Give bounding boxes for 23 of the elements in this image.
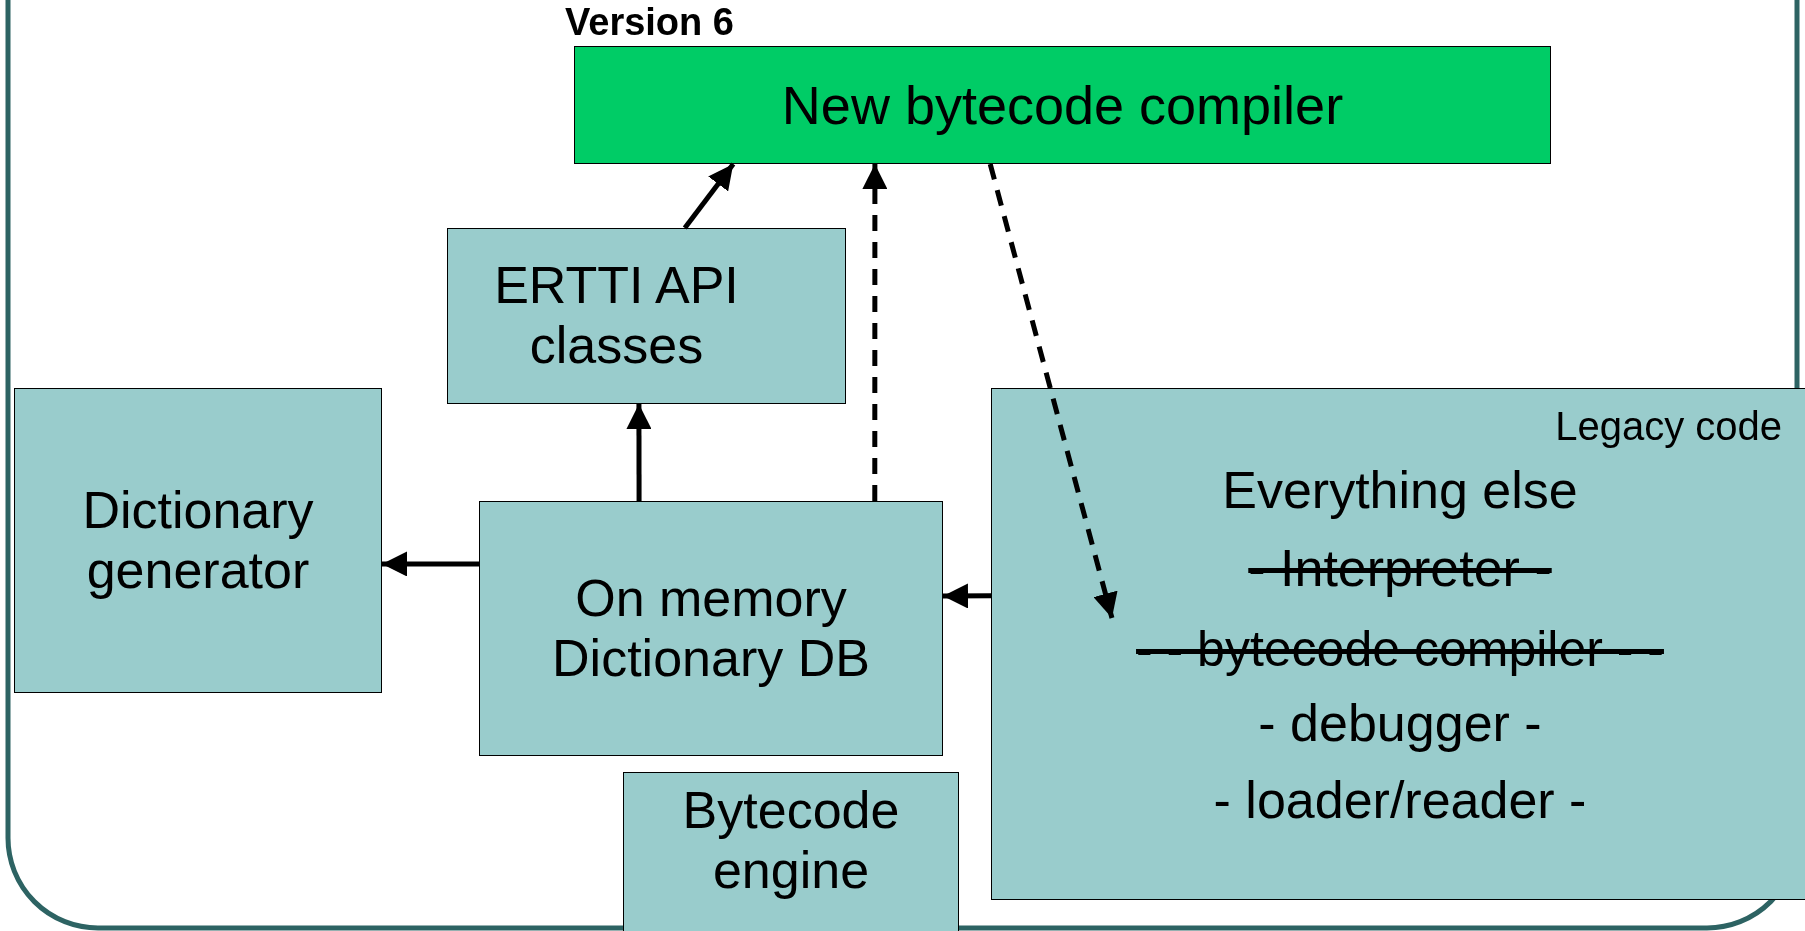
box-label: - Interpreter -	[1247, 539, 1553, 599]
arrow	[862, 164, 888, 501]
struck-text: - - bytecode compiler - -	[1092, 619, 1708, 681]
arrow	[682, 162, 736, 230]
box-label: - loader/reader -	[1212, 771, 1588, 831]
component-box	[991, 388, 1805, 900]
version-heading: Version 6	[565, 1, 735, 45]
box-label: Dictionary generator	[81, 480, 315, 601]
arrow	[987, 163, 1118, 619]
box-label: ERTTI API classes	[493, 256, 740, 376]
arrow	[382, 551, 479, 577]
component-box	[479, 501, 943, 756]
box-label: - debugger -	[1257, 694, 1543, 754]
component-box	[447, 228, 846, 404]
component-box	[623, 772, 959, 931]
arrow	[626, 404, 652, 501]
component-box	[14, 388, 382, 693]
arrow	[943, 583, 991, 609]
group-heading: Legacy code	[1554, 403, 1782, 449]
box-label: New bytecode compiler	[781, 73, 1344, 137]
box-label: On memory Dictionary DB	[551, 568, 871, 689]
box-label: Bytecode engine	[681, 781, 901, 901]
box-label: Everything else	[1221, 461, 1579, 521]
